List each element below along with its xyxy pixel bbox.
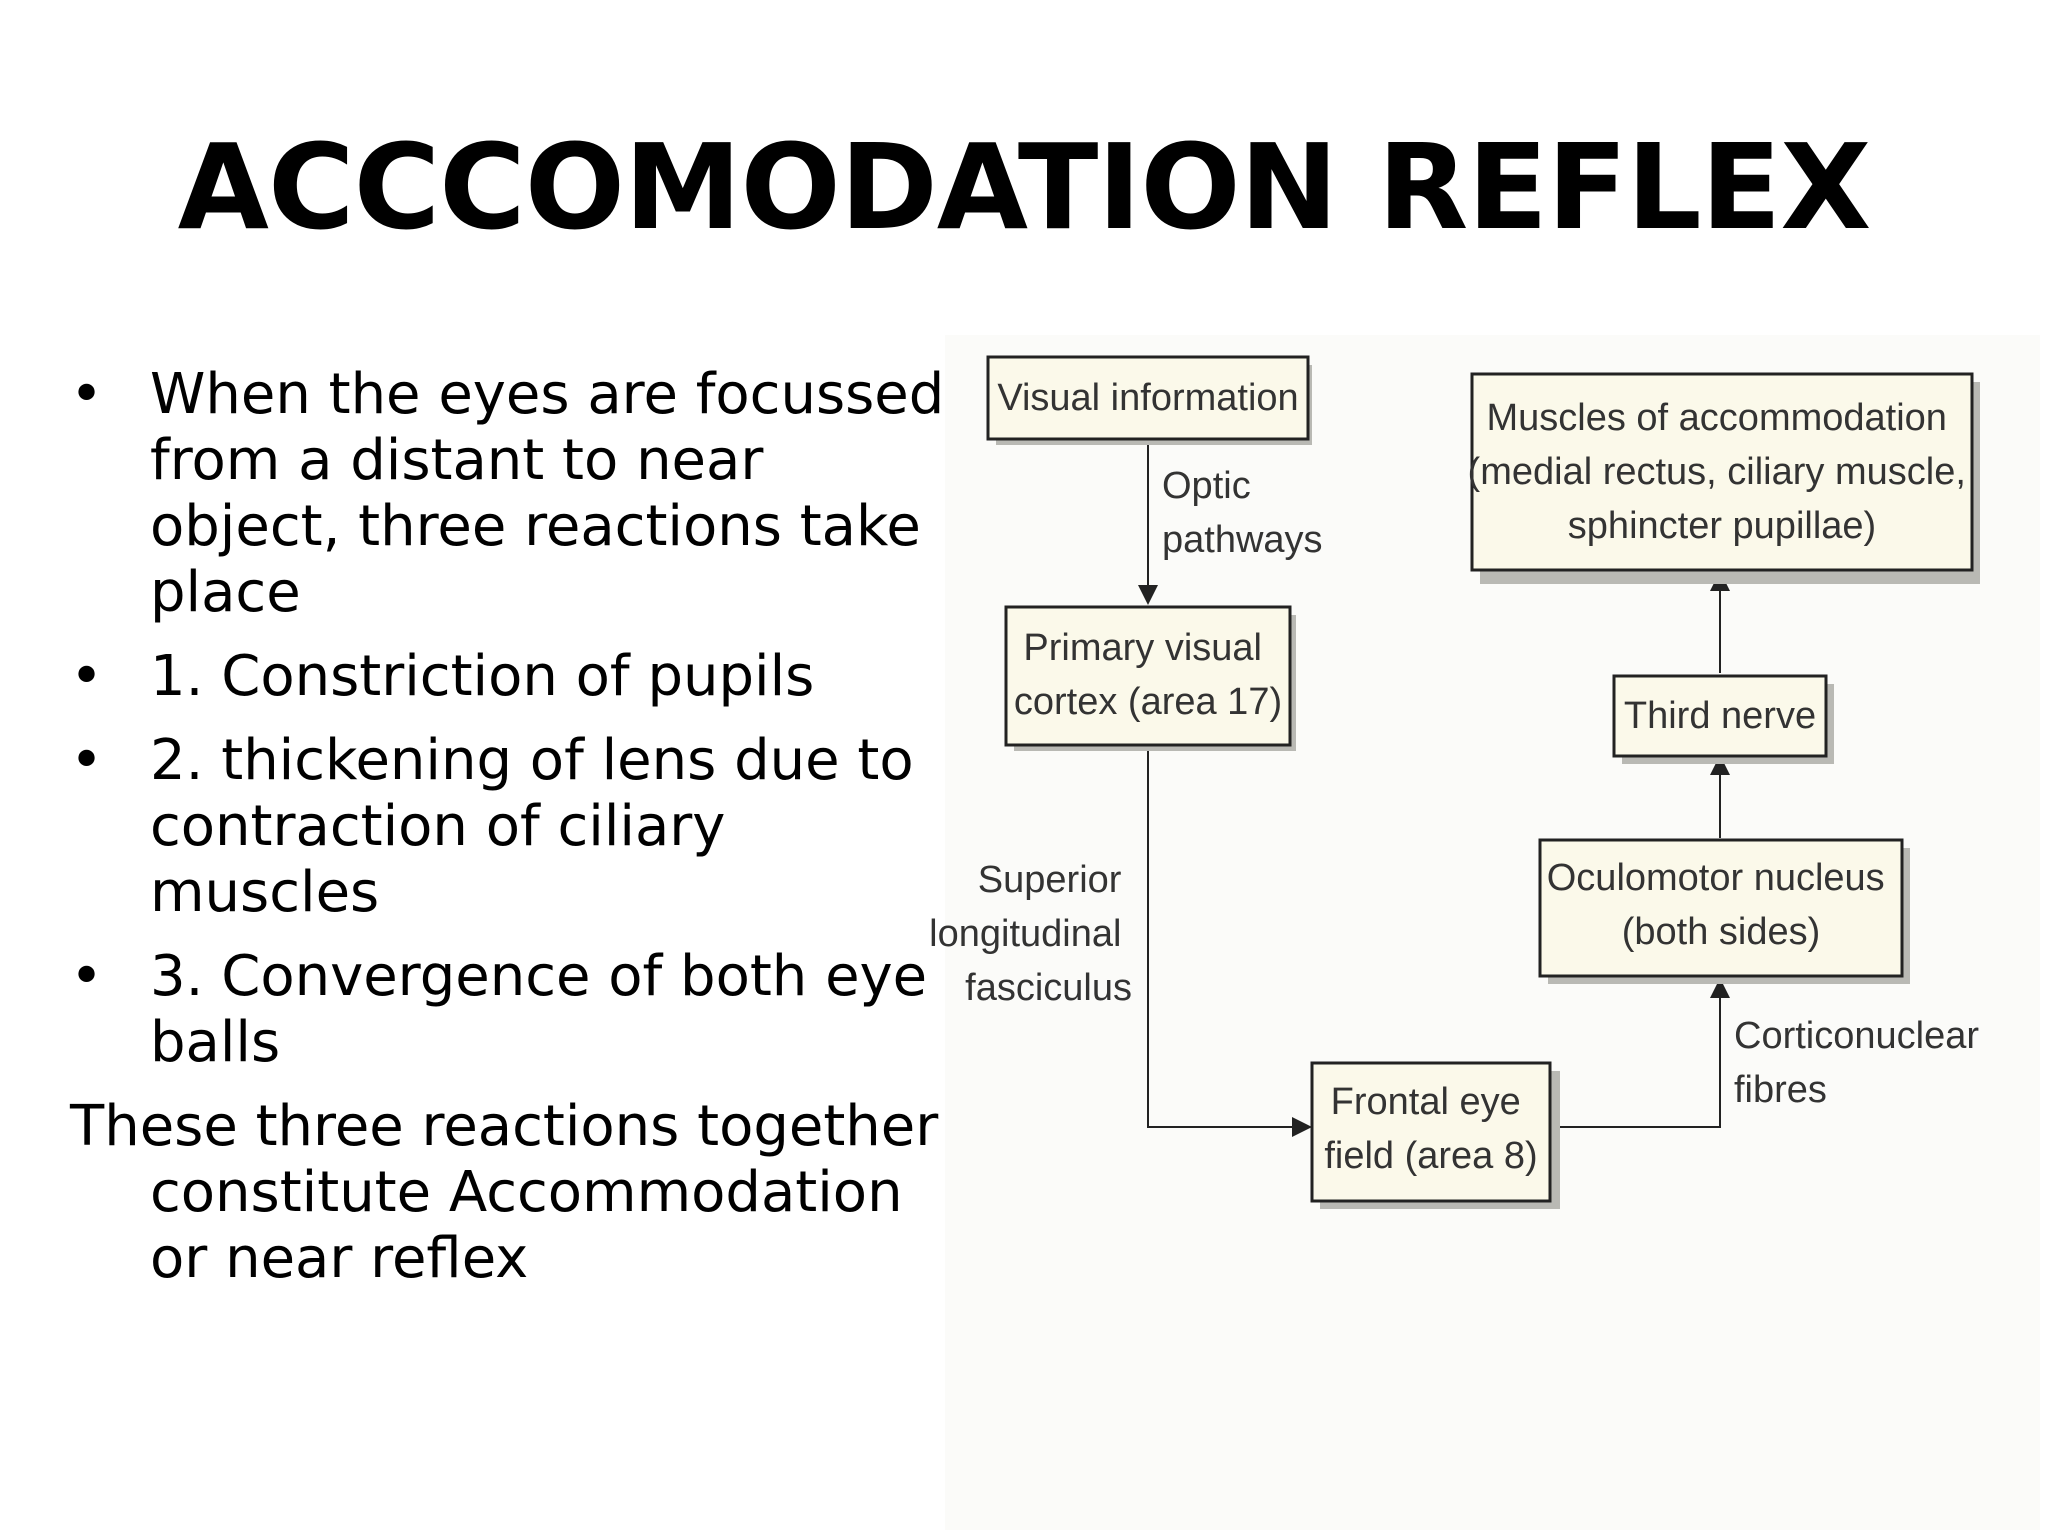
svg-text:Superior longitudinal: Superior longitudinal fasciculus: [929, 859, 1132, 1009]
svg-text:Visual information: Visual information: [997, 377, 1298, 419]
bullet-glyph: •: [70, 728, 104, 793]
edge-label: Superior: [978, 859, 1122, 901]
svg-text:Frontal eye field (area 8): Frontal eye field (area 8): [1324, 1081, 1537, 1177]
edge-label: longitudinal: [929, 913, 1121, 955]
edge-label: Optic: [1162, 465, 1251, 507]
node-frontal-eye-field: [1310, 1061, 1552, 1203]
node-muscles-of-accommodation: [1470, 372, 1974, 572]
node-label: field (area 8): [1324, 1135, 1537, 1177]
node-label: Frontal eye: [1331, 1081, 1521, 1123]
slide-title: ACCCOMODATION REFLEX: [177, 118, 1872, 256]
bullet-item: • When the eyes are focussed from a dist…: [70, 362, 950, 626]
node-label: (both sides): [1622, 911, 1821, 953]
bullet-glyph: •: [70, 944, 104, 1009]
node-label: cortex (area 17): [1014, 681, 1282, 723]
node-label: Third nerve: [1624, 695, 1816, 737]
svg-text:Primary visual cortex (are: Primary visual cortex (area 17): [1014, 627, 1282, 723]
node-third-nerve: [1612, 674, 1828, 758]
svg-text:Optic pathways: Optic pathways: [1162, 465, 1323, 561]
node-label: Visual information: [997, 377, 1298, 419]
edge-label: pathways: [1162, 519, 1323, 561]
bullet-glyph: •: [70, 362, 104, 427]
bullet-text: 2. thickening of lens due to contraction…: [150, 728, 914, 925]
bullet-item: • 1. Constriction of pupils: [70, 644, 950, 710]
svg-text:Corticonuclear fibres: Corticonuclear fibres: [1734, 1015, 1990, 1111]
node-oculomotor-nucleus: [1538, 838, 1904, 978]
bullet-glyph: •: [70, 644, 104, 709]
svg-text:Third nerve: Third nerve: [1624, 695, 1816, 737]
node-label: Muscles of accommodation: [1487, 397, 1947, 439]
bullet-text: 1. Constriction of pupils: [150, 644, 815, 709]
node-visual-information: [986, 355, 1310, 441]
node-label: sphincter pupillae): [1568, 505, 1876, 547]
edge-cortex-to-frontal: [1147, 745, 1312, 1137]
node-label: Primary visual: [1023, 627, 1262, 669]
svg-text:Oculomotor nucleus (both s: Oculomotor nucleus (both sides): [1547, 857, 1896, 953]
bullet-list: • When the eyes are focussed from a dist…: [70, 362, 950, 1292]
svg-text:Muscles of accommodation (: Muscles of accommodation (medial rectus,…: [1468, 397, 1977, 547]
node-primary-visual-cortex: [1004, 605, 1292, 747]
edge-label: fibres: [1734, 1069, 1827, 1111]
bullet-text: When the eyes are focussed from a distan…: [150, 362, 945, 625]
bullet-item: • 3. Convergence of both eye balls: [70, 944, 950, 1076]
bullet-text: 3. Convergence of both eye balls: [150, 944, 928, 1075]
node-label: (medial rectus, ciliary muscle,: [1468, 451, 1966, 493]
bullet-item: • 2. thickening of lens due to contracti…: [70, 728, 950, 926]
summary-text: These three reactions together constitut…: [70, 1094, 939, 1291]
edge-frontal-to-oculomotor: [1550, 978, 1730, 1128]
edge-label: Corticonuclear: [1734, 1015, 1979, 1057]
node-label: Oculomotor nucleus: [1547, 857, 1885, 899]
edge-label: fasciculus: [965, 967, 1132, 1009]
